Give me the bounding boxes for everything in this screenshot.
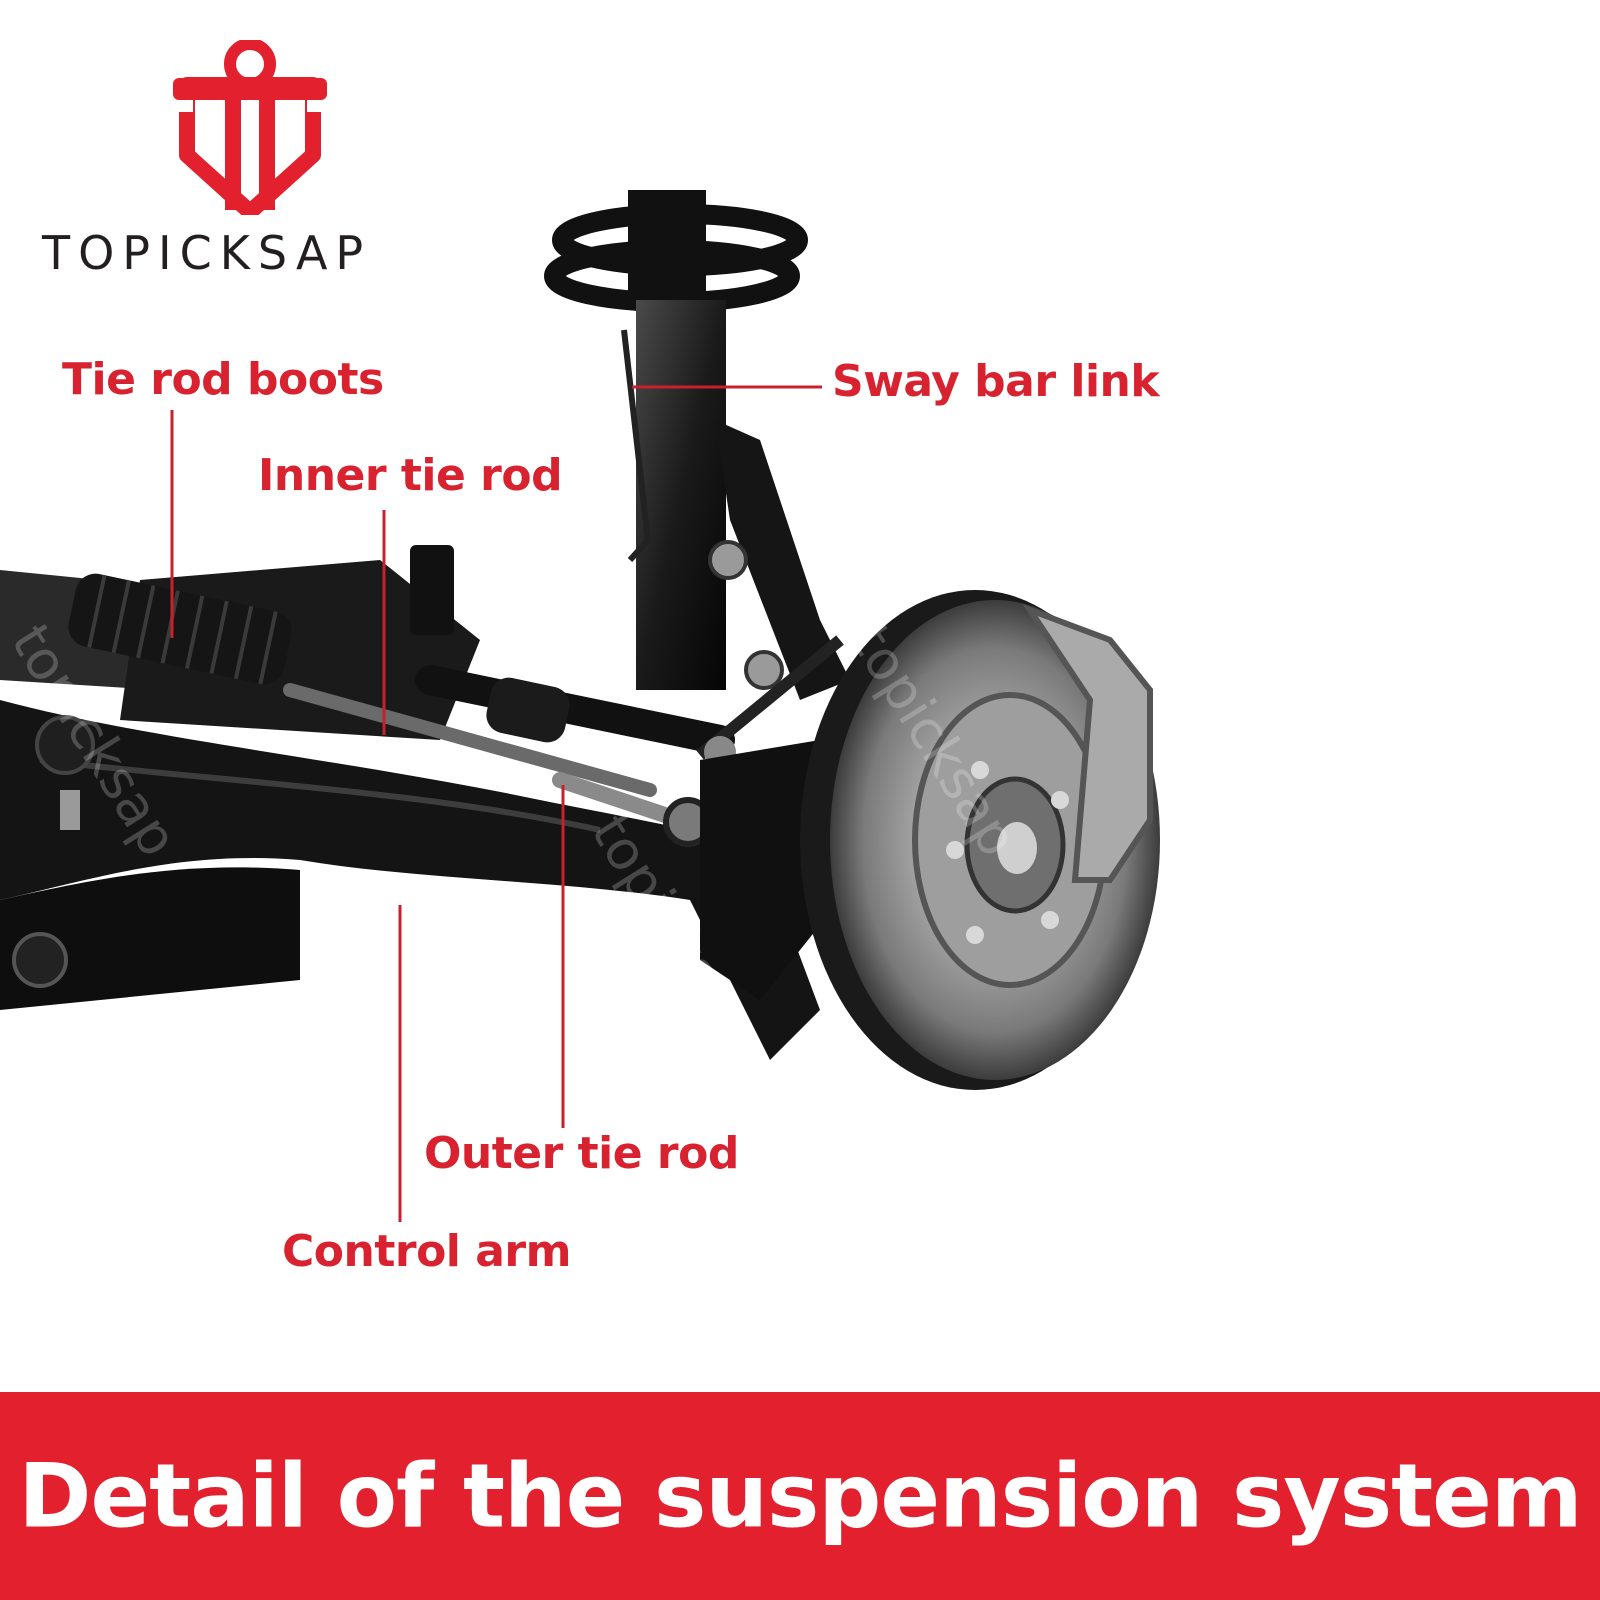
leader-lines (170, 385, 822, 1222)
strut-assembly (544, 190, 850, 700)
label-sway-bar-link: Sway bar link (832, 356, 1160, 407)
brand-logo-icon (165, 40, 335, 215)
brake-disc (800, 590, 1160, 1090)
label-outer-tie-rod: Outer tie rod (424, 1128, 739, 1179)
suspension-illustration: topicksap topicksap topicksap (0, 190, 1160, 1222)
label-inner-tie-rod: Inner tie rod (258, 450, 563, 501)
tie-rod-boot-shape (68, 573, 292, 685)
label-control-arm: Control arm (282, 1226, 571, 1277)
brake-caliper (1022, 603, 1153, 883)
control-arm-shape (0, 700, 820, 1060)
brand-name: TOPICKSAP (42, 226, 372, 280)
label-tie-rod-boots: Tie rod boots (62, 354, 384, 405)
inner-tie-rod-shape (283, 665, 735, 797)
title-banner: Detail of the suspension system (0, 1392, 1600, 1600)
outer-tie-rod-shape (552, 772, 713, 847)
banner-title: Detail of the suspension system (18, 1444, 1582, 1548)
